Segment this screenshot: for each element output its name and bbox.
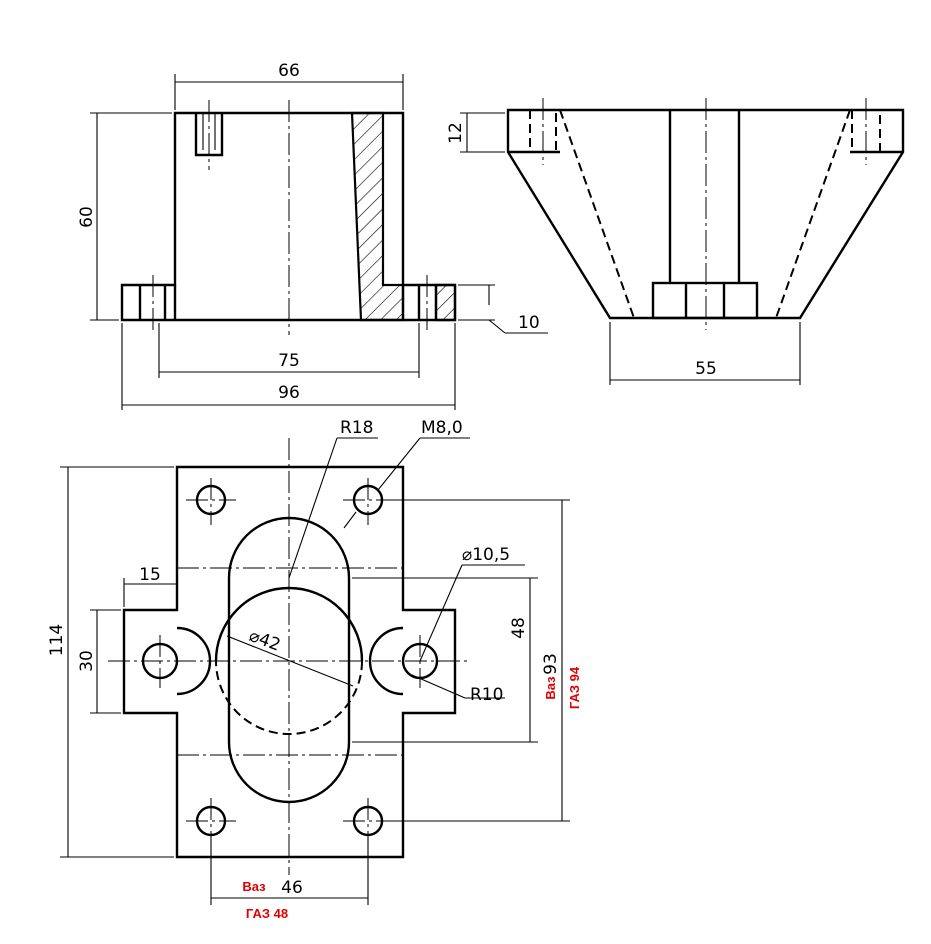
dim-r18: R18: [340, 418, 373, 438]
dim-10: 10: [518, 313, 540, 333]
dim-15: 15: [139, 565, 161, 585]
front-view: [120, 100, 457, 335]
dim-r10: R10: [470, 685, 503, 705]
dim-60: 60: [77, 206, 97, 228]
annotation-gaz-horizontal: ГАЗ 48: [246, 906, 288, 921]
obround-slot: [227, 516, 351, 804]
annotation-vaz-vertical: Ваз: [543, 676, 558, 700]
section-hatch-flange: [434, 283, 457, 322]
dim-12: 12: [446, 122, 466, 144]
dim-75: 75: [278, 351, 300, 371]
front-view-dimensions: 66 60 10 75 96: [77, 61, 548, 410]
top-view-outline: [122, 465, 457, 859]
side-view-dimensions: 12 55: [446, 112, 801, 385]
dim-d42: ⌀42: [246, 626, 283, 656]
dim-48: 48: [509, 617, 529, 639]
dim-46: 46: [281, 878, 303, 898]
dim-114: 114: [47, 624, 67, 656]
side-view: [506, 98, 905, 330]
annotation-vaz-horizontal: Ваз: [242, 879, 266, 894]
top-view-dimensions: R18 M8,0 15 114 30 ⌀42 ⌀10,5 R10: [47, 418, 582, 921]
dim-m8: M8,0: [421, 418, 463, 438]
annotation-gaz-vertical: ГАЗ 94: [567, 666, 582, 709]
section-hatch: [350, 111, 405, 322]
top-view: [108, 438, 470, 875]
dim-55: 55: [695, 359, 717, 379]
dim-66: 66: [278, 61, 300, 81]
dim-93: 93: [541, 653, 561, 675]
dim-30: 30: [77, 650, 97, 672]
dim-96: 96: [278, 383, 300, 403]
dim-d10-5: ⌀10,5: [462, 545, 510, 565]
